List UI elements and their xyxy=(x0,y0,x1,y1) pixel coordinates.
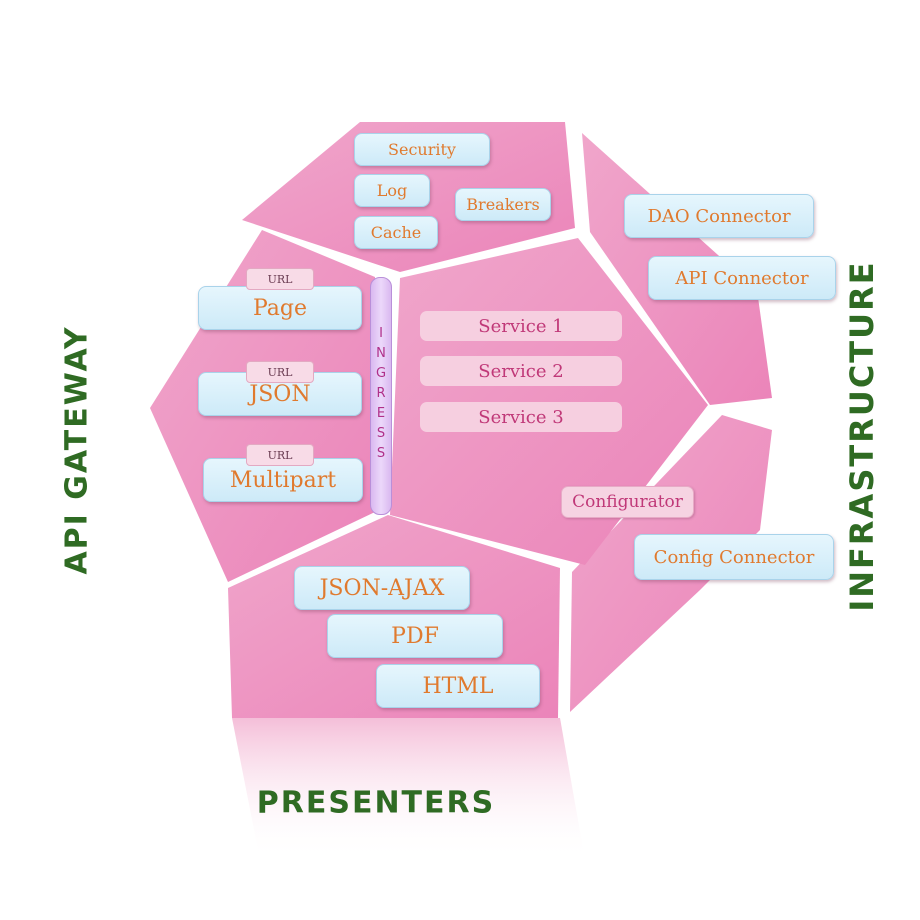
html-box[interactable]: HTML xyxy=(376,664,540,708)
dao-connector-box[interactable]: DAO Connector xyxy=(624,194,814,238)
pdf-box[interactable]: PDF xyxy=(327,614,503,658)
ingress-bar[interactable]: INGRESS xyxy=(370,277,392,515)
url-tag: URL xyxy=(246,268,314,290)
presenters-label: PRESENTERS xyxy=(256,785,496,821)
cache-box[interactable]: Cache xyxy=(354,216,438,249)
log-box[interactable]: Log xyxy=(354,174,430,207)
reflection xyxy=(232,718,585,860)
json-ajax-box[interactable]: JSON-AJAX xyxy=(294,566,470,610)
url-tag: URL xyxy=(246,361,314,383)
api-gateway-label: API GATEWAY xyxy=(59,325,95,575)
multipart-box[interactable]: Multipart xyxy=(203,458,363,502)
infrastructure-label: INFRASTRUCTURE xyxy=(843,260,881,612)
service-2[interactable]: Service 2 xyxy=(420,356,622,386)
ingress-label: INGRESS xyxy=(373,326,389,466)
page-box[interactable]: Page xyxy=(198,286,362,330)
service-1[interactable]: Service 1 xyxy=(420,311,622,341)
service-3[interactable]: Service 3 xyxy=(420,402,622,432)
api-connector-box[interactable]: API Connector xyxy=(648,256,836,300)
url-tag: URL xyxy=(246,444,314,466)
configurator-box[interactable]: Configurator xyxy=(561,486,694,518)
breakers-box[interactable]: Breakers xyxy=(455,188,551,221)
config-connector-box[interactable]: Config Connector xyxy=(634,534,834,580)
security-box[interactable]: Security xyxy=(354,133,490,166)
